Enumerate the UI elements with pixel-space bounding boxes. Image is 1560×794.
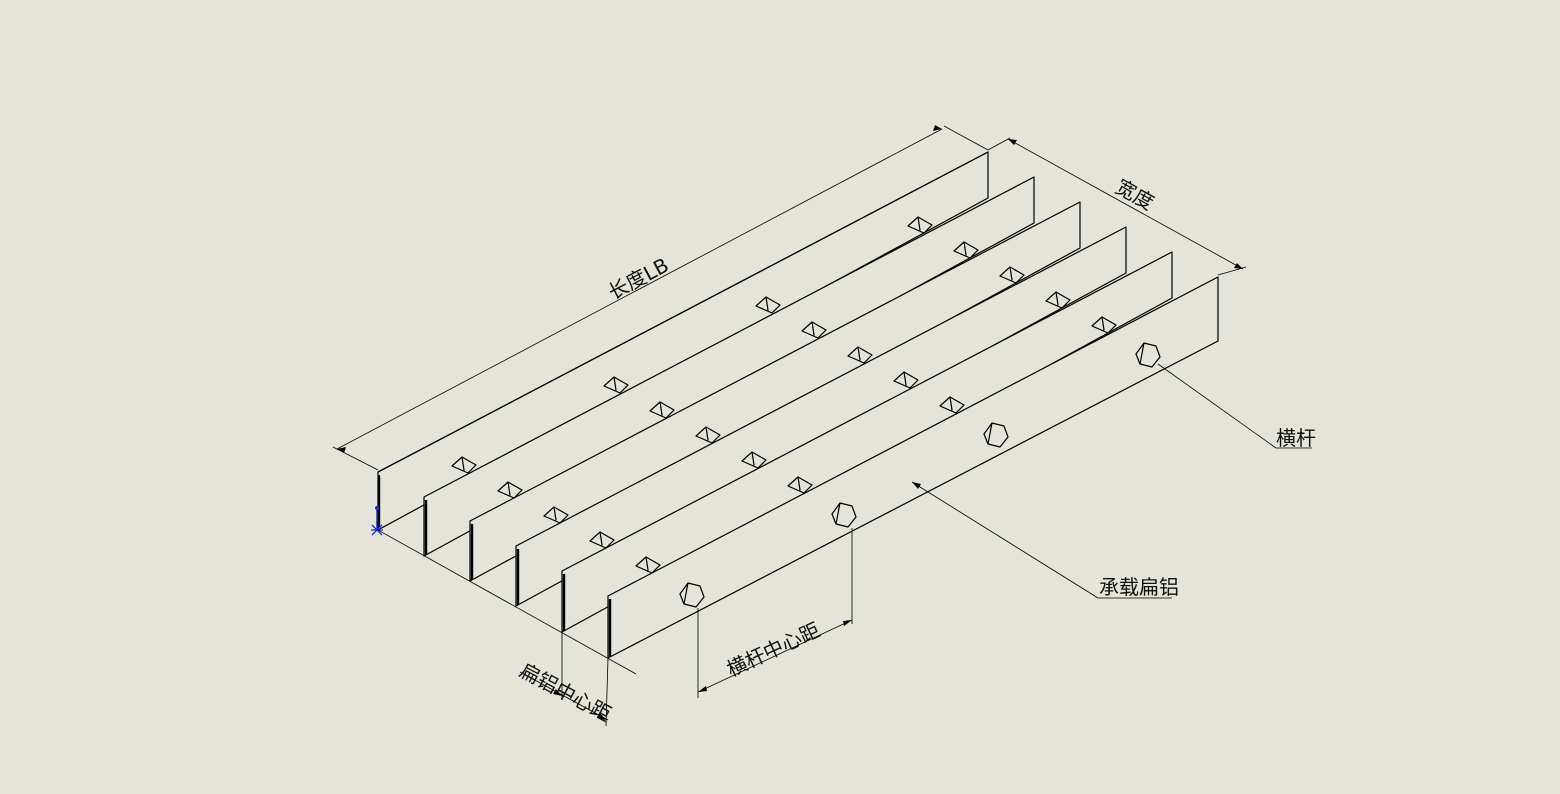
crossbar	[953, 241, 979, 259]
base-width-line	[377, 529, 637, 675]
crossbar	[907, 216, 933, 234]
bearing-bar	[377, 151, 989, 531]
crossbar	[603, 376, 629, 394]
bearing-bar-leader	[911, 481, 1172, 599]
crossbar	[755, 296, 781, 314]
bearing-bar	[469, 201, 1081, 582]
crossbar-label: 横杆	[1276, 426, 1316, 450]
crossbar	[939, 396, 965, 414]
crossbar	[1091, 316, 1117, 334]
bar-pitch-label: 扁铝中心距	[516, 658, 616, 726]
bearing-bar	[561, 251, 1173, 633]
crossbar	[451, 456, 477, 474]
crossbars	[451, 216, 1161, 608]
crossbar-end	[1135, 342, 1161, 368]
bearing-bars	[377, 151, 1219, 659]
width-label: 宽度	[1112, 174, 1159, 214]
crossbar	[741, 451, 767, 469]
crossbar	[1045, 291, 1071, 309]
crossbar-pitch-label: 横杆中心距	[723, 618, 824, 682]
crossbar	[497, 481, 523, 499]
crossbar	[787, 476, 813, 494]
origin-marker	[371, 506, 383, 536]
crossbar	[543, 506, 569, 524]
bearing-bar	[607, 276, 1219, 659]
width-dimension	[987, 137, 1247, 276]
crossbar	[589, 531, 615, 549]
bearing-bar	[515, 226, 1127, 607]
crossbar	[893, 371, 919, 389]
crossbar	[695, 426, 721, 444]
bar-pitch-dimension	[519, 632, 609, 727]
bearing-bar	[423, 176, 1035, 557]
crossbar-end	[679, 582, 705, 608]
crossbar-end	[831, 502, 857, 528]
crossbar-pitch-dimension	[697, 528, 853, 698]
crossbar	[649, 401, 675, 419]
crossbar	[999, 266, 1025, 284]
crossbar	[635, 556, 661, 574]
crossbar-end	[983, 422, 1009, 448]
length-dimension	[332, 125, 989, 471]
length-label: 长度LB	[604, 253, 673, 305]
crossbar	[801, 321, 827, 339]
crossbar-leader	[1157, 363, 1312, 449]
bearing-bar-label: 承载扁铝	[1099, 575, 1179, 599]
crossbar	[847, 346, 873, 364]
